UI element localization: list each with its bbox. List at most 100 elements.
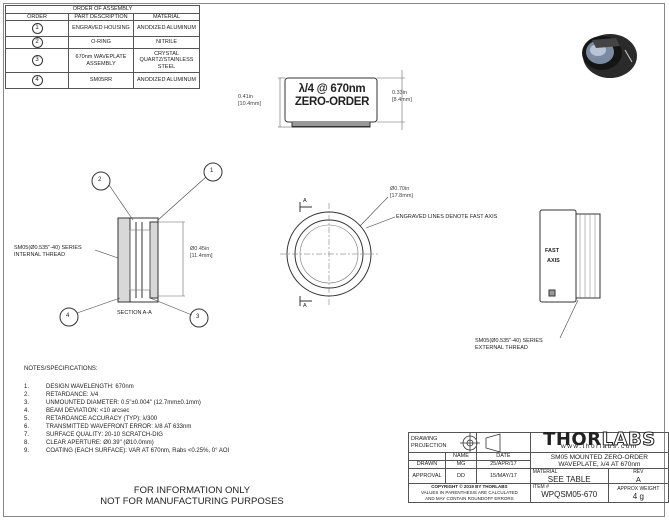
drawn-label: DRAWN	[408, 460, 446, 469]
revision-value: A	[635, 475, 641, 484]
note-number: 7.	[24, 432, 30, 438]
part-material: CRYSTAL QUARTZ/STAINLESS STEEL	[133, 48, 200, 73]
axis-label: AXIS	[547, 258, 560, 264]
brand-logo: THORLABS www.thorlabs.com	[529, 430, 669, 453]
list-item: 4. BEAM DEVIATION: <10 arcsec	[24, 407, 229, 415]
note-number: 4.	[24, 408, 30, 414]
projection-line-1: DRAWING	[411, 435, 438, 442]
disclaimer-line-1: FOR INFORMATION ONLY	[133, 485, 251, 496]
list-item: 8. CLEAR APERTURE: Ø0.39" (Ø10.0mm)	[24, 439, 229, 447]
step-dimension: 0.33in [8.4mm]	[392, 90, 412, 104]
note-text: COATING (EACH SURFACE): VAR AT 670nm, Ra…	[46, 448, 230, 454]
note-text: DESIGN WAVELENGTH: 670nm	[46, 384, 134, 390]
brand-website: www.thorlabs.com	[561, 442, 638, 450]
section-mark-top: A	[303, 198, 307, 204]
note-number: 3.	[24, 400, 30, 406]
item-label: ITEM #	[532, 484, 549, 490]
section-label: SECTION A-A	[117, 310, 152, 316]
rounding-note-2: AND MAY CONTAIN ROUNDOFF ERRORS	[425, 496, 514, 501]
date-header: DATE	[476, 452, 531, 461]
projection-line-2: PROJECTION	[411, 442, 447, 449]
list-item: 1. DESIGN WAVELENGTH: 670nm	[24, 383, 229, 391]
part-description-cell: SM05 MOUNTED ZERO-ORDER WAVEPLATE, λ/4 A…	[529, 452, 669, 469]
list-item: 6.TRANSMITTED WAVEFRONT ERROR: λ/8 AT 63…	[24, 423, 229, 431]
part-material: ANODIZED ALUMINUM	[133, 72, 200, 89]
brand-labs: LABS	[601, 428, 656, 450]
item-value: WPQSM05-670	[541, 490, 598, 499]
weight-cell: APPROX WEIGHT 4 g	[607, 483, 669, 503]
note-text: SURFACE QUALITY: 20-10 SCRATCH-DIG	[46, 432, 163, 438]
notes-specifications: NOTES/SPECIFICATIONS: 1.DESIGN WAVELENGT…	[24, 365, 229, 455]
disclaimer-line-2: NOT FOR MANUFACTURING PURPOSES	[100, 496, 284, 507]
note-text: CLEAR APERTURE: Ø0.39" (Ø10.0mm)	[46, 440, 154, 446]
note-number: 6.	[24, 424, 30, 430]
material-cell: MATERIAL SEE TABLE	[529, 468, 609, 484]
callout-3: 3	[196, 314, 200, 320]
external-thread-line-2: EXTERNAL THREAD	[475, 345, 528, 351]
revision-cell: REV A	[607, 468, 669, 484]
note-number: 8.	[24, 440, 30, 446]
material-value: SEE TABLE	[547, 475, 591, 484]
order-number: 2	[31, 37, 43, 48]
note-text: RETARDANCE: λ/4	[46, 392, 99, 398]
height-mm: [10.4mm]	[238, 101, 261, 107]
note-number: 9.	[24, 448, 30, 454]
table-row: 4 SM05RR ANODIZED ALUMINUM	[5, 72, 200, 89]
external-thread-line-1: SM05(Ø0.535"-40) SERIES	[475, 338, 543, 344]
note-text: BEAM DEVIATION: <10 arcsec	[46, 408, 130, 414]
side-view	[539, 209, 601, 339]
internal-thread-label: SM05(Ø0.535"-40) SERIES INTERNAL THREAD	[14, 245, 82, 259]
material-label: MATERIAL	[532, 469, 558, 475]
top-view	[278, 70, 405, 130]
engraving-line-1: λ/4 @ 670nm	[298, 83, 366, 95]
copyright-text: COPYRIGHT © 2019 BY THORLABS	[431, 484, 508, 489]
engraving-text: λ/4 @ 670nm ZERO-ORDER	[291, 83, 373, 109]
fast-axis-note: ENGRAVED LINES DENOTE FAST AXIS	[396, 214, 498, 220]
section-view	[59, 162, 223, 328]
internal-thread-line-1: SM05(Ø0.535"-40) SERIES	[14, 245, 82, 251]
disclaimer: FOR INFORMATION ONLY NOT FOR MANUFACTURI…	[92, 485, 292, 507]
drawn-date: 25/APR/17	[476, 460, 531, 469]
product-photo	[582, 34, 637, 78]
order-number: 1	[31, 23, 43, 34]
step-in: 0.33in	[392, 90, 407, 96]
inner-diameter-dimension: Ø0.45in [11.4mm]	[190, 246, 213, 260]
approval-label: APPROVAL	[408, 468, 446, 484]
list-item: 7. SURFACE QUALITY: 20-10 SCRATCH-DIG	[24, 431, 229, 439]
list-item: 2. RETARDANCE: λ/4	[24, 391, 229, 399]
note-text: UNMOUNTED DIAMETER: 0.5"±0.004" (12.7mm±…	[46, 400, 201, 406]
order-number: 4	[31, 75, 43, 86]
weight-value: 4 g	[632, 492, 644, 501]
title-description-1: SM05 MOUNTED ZERO-ORDER	[550, 453, 648, 461]
internal-thread-line-2: INTERNAL THREAD	[14, 252, 66, 258]
section-mark-bottom: A	[303, 303, 307, 309]
brand-thor: THOR	[543, 428, 602, 450]
title-description-2: WAVEPLATE, λ/4 AT 670nm	[558, 460, 641, 468]
approval-name: DD	[445, 468, 477, 484]
list-item: 3. UNMOUNTED DIAMETER: 0.5"±0.004" (12.7m…	[24, 399, 229, 407]
outer-dia-mm: [17.8mm]	[390, 193, 413, 199]
item-cell: ITEM # WPQSM05-670	[529, 483, 609, 503]
drawing-sheet	[3, 3, 665, 517]
note-number: 5.	[24, 416, 30, 422]
height-in: 0.41in	[238, 94, 253, 100]
outer-diameter-dimension: Ø0.70in [17.8mm]	[390, 186, 413, 200]
copyright-cell: COPYRIGHT © 2019 BY THORLABS VALUES IN P…	[408, 483, 531, 503]
front-view	[280, 196, 396, 306]
note-text: RETARDANCE ACCURACY (TYP): λ/300	[46, 416, 158, 422]
approval-date: 15/MAY/17	[476, 468, 531, 484]
note-number: 1.	[24, 384, 30, 390]
rounding-note-1: VALUES IN PARENTHESIS ARE CALCULATED	[420, 490, 518, 495]
drawn-name: MG	[445, 460, 477, 469]
inner-dia-in: Ø0.45in	[190, 246, 210, 252]
order-number: 3	[31, 55, 43, 66]
revision-label: REV	[633, 469, 644, 475]
name-header: NAME	[445, 452, 477, 461]
note-number: 2.	[24, 392, 30, 398]
callout-1: 1	[210, 168, 214, 174]
list-item: 9. COATING (EACH SURFACE): VAR AT 670nm, …	[24, 447, 229, 455]
list-item: 5. RETARDANCE ACCURACY (TYP): λ/300	[24, 415, 229, 423]
callout-2: 2	[98, 177, 102, 183]
external-thread-label: SM05(Ø0.535"-40) SERIES EXTERNAL THREAD	[475, 338, 543, 352]
